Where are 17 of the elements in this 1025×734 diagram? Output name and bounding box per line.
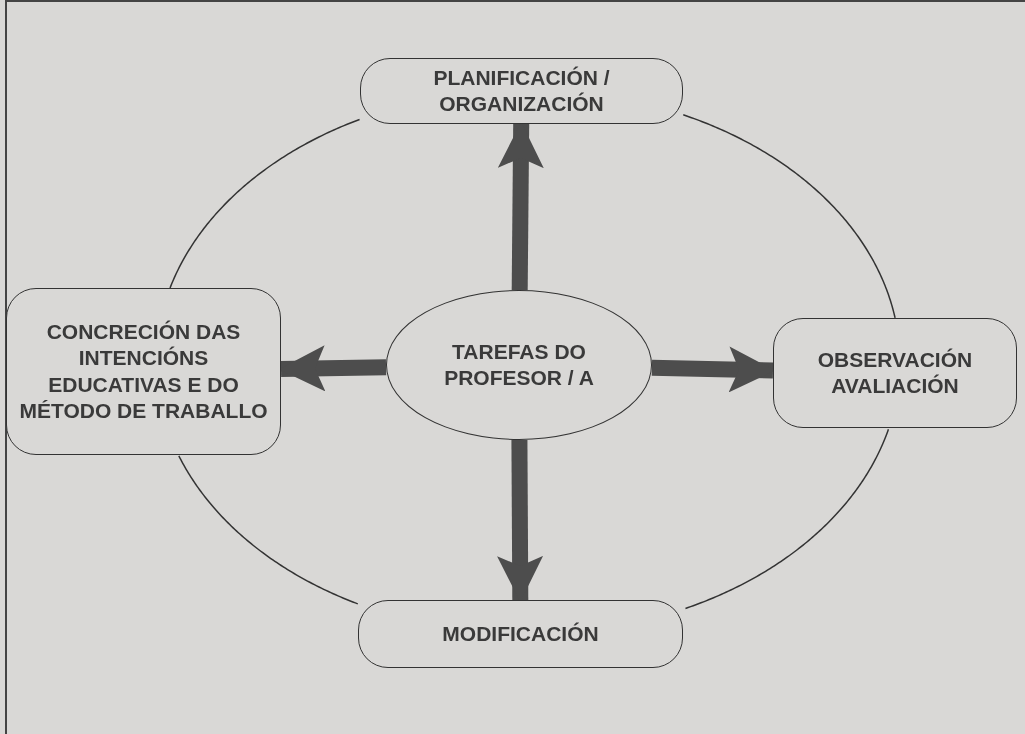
rounded-box [773,318,1017,428]
cycle-arc [169,118,361,289]
rounded-box [6,288,281,455]
block-arrow [497,122,544,291]
block-arrow [497,439,544,602]
cycle-arc [682,114,896,319]
node-label: OBSERVACIÓN AVALIACIÓN [816,346,974,399]
cycle-arc [684,428,890,610]
node-label: TAREFAS DO PROFESOR / A [443,338,595,391]
node-label: PLANIFICACIÓN / ORGANIZACIÓN [432,64,611,117]
block-arrow [279,345,387,392]
node-label: MODIFICACIÓN [442,621,599,647]
block-arrow [651,346,775,393]
cycle-arc [178,455,359,605]
rounded-box [358,600,683,668]
node-label: CONCRECIÓN DAS INTENCIÓNS EDUCATIVAS E DO MÉTODO DE TRABALLO [18,319,269,424]
rounded-box [360,58,683,124]
